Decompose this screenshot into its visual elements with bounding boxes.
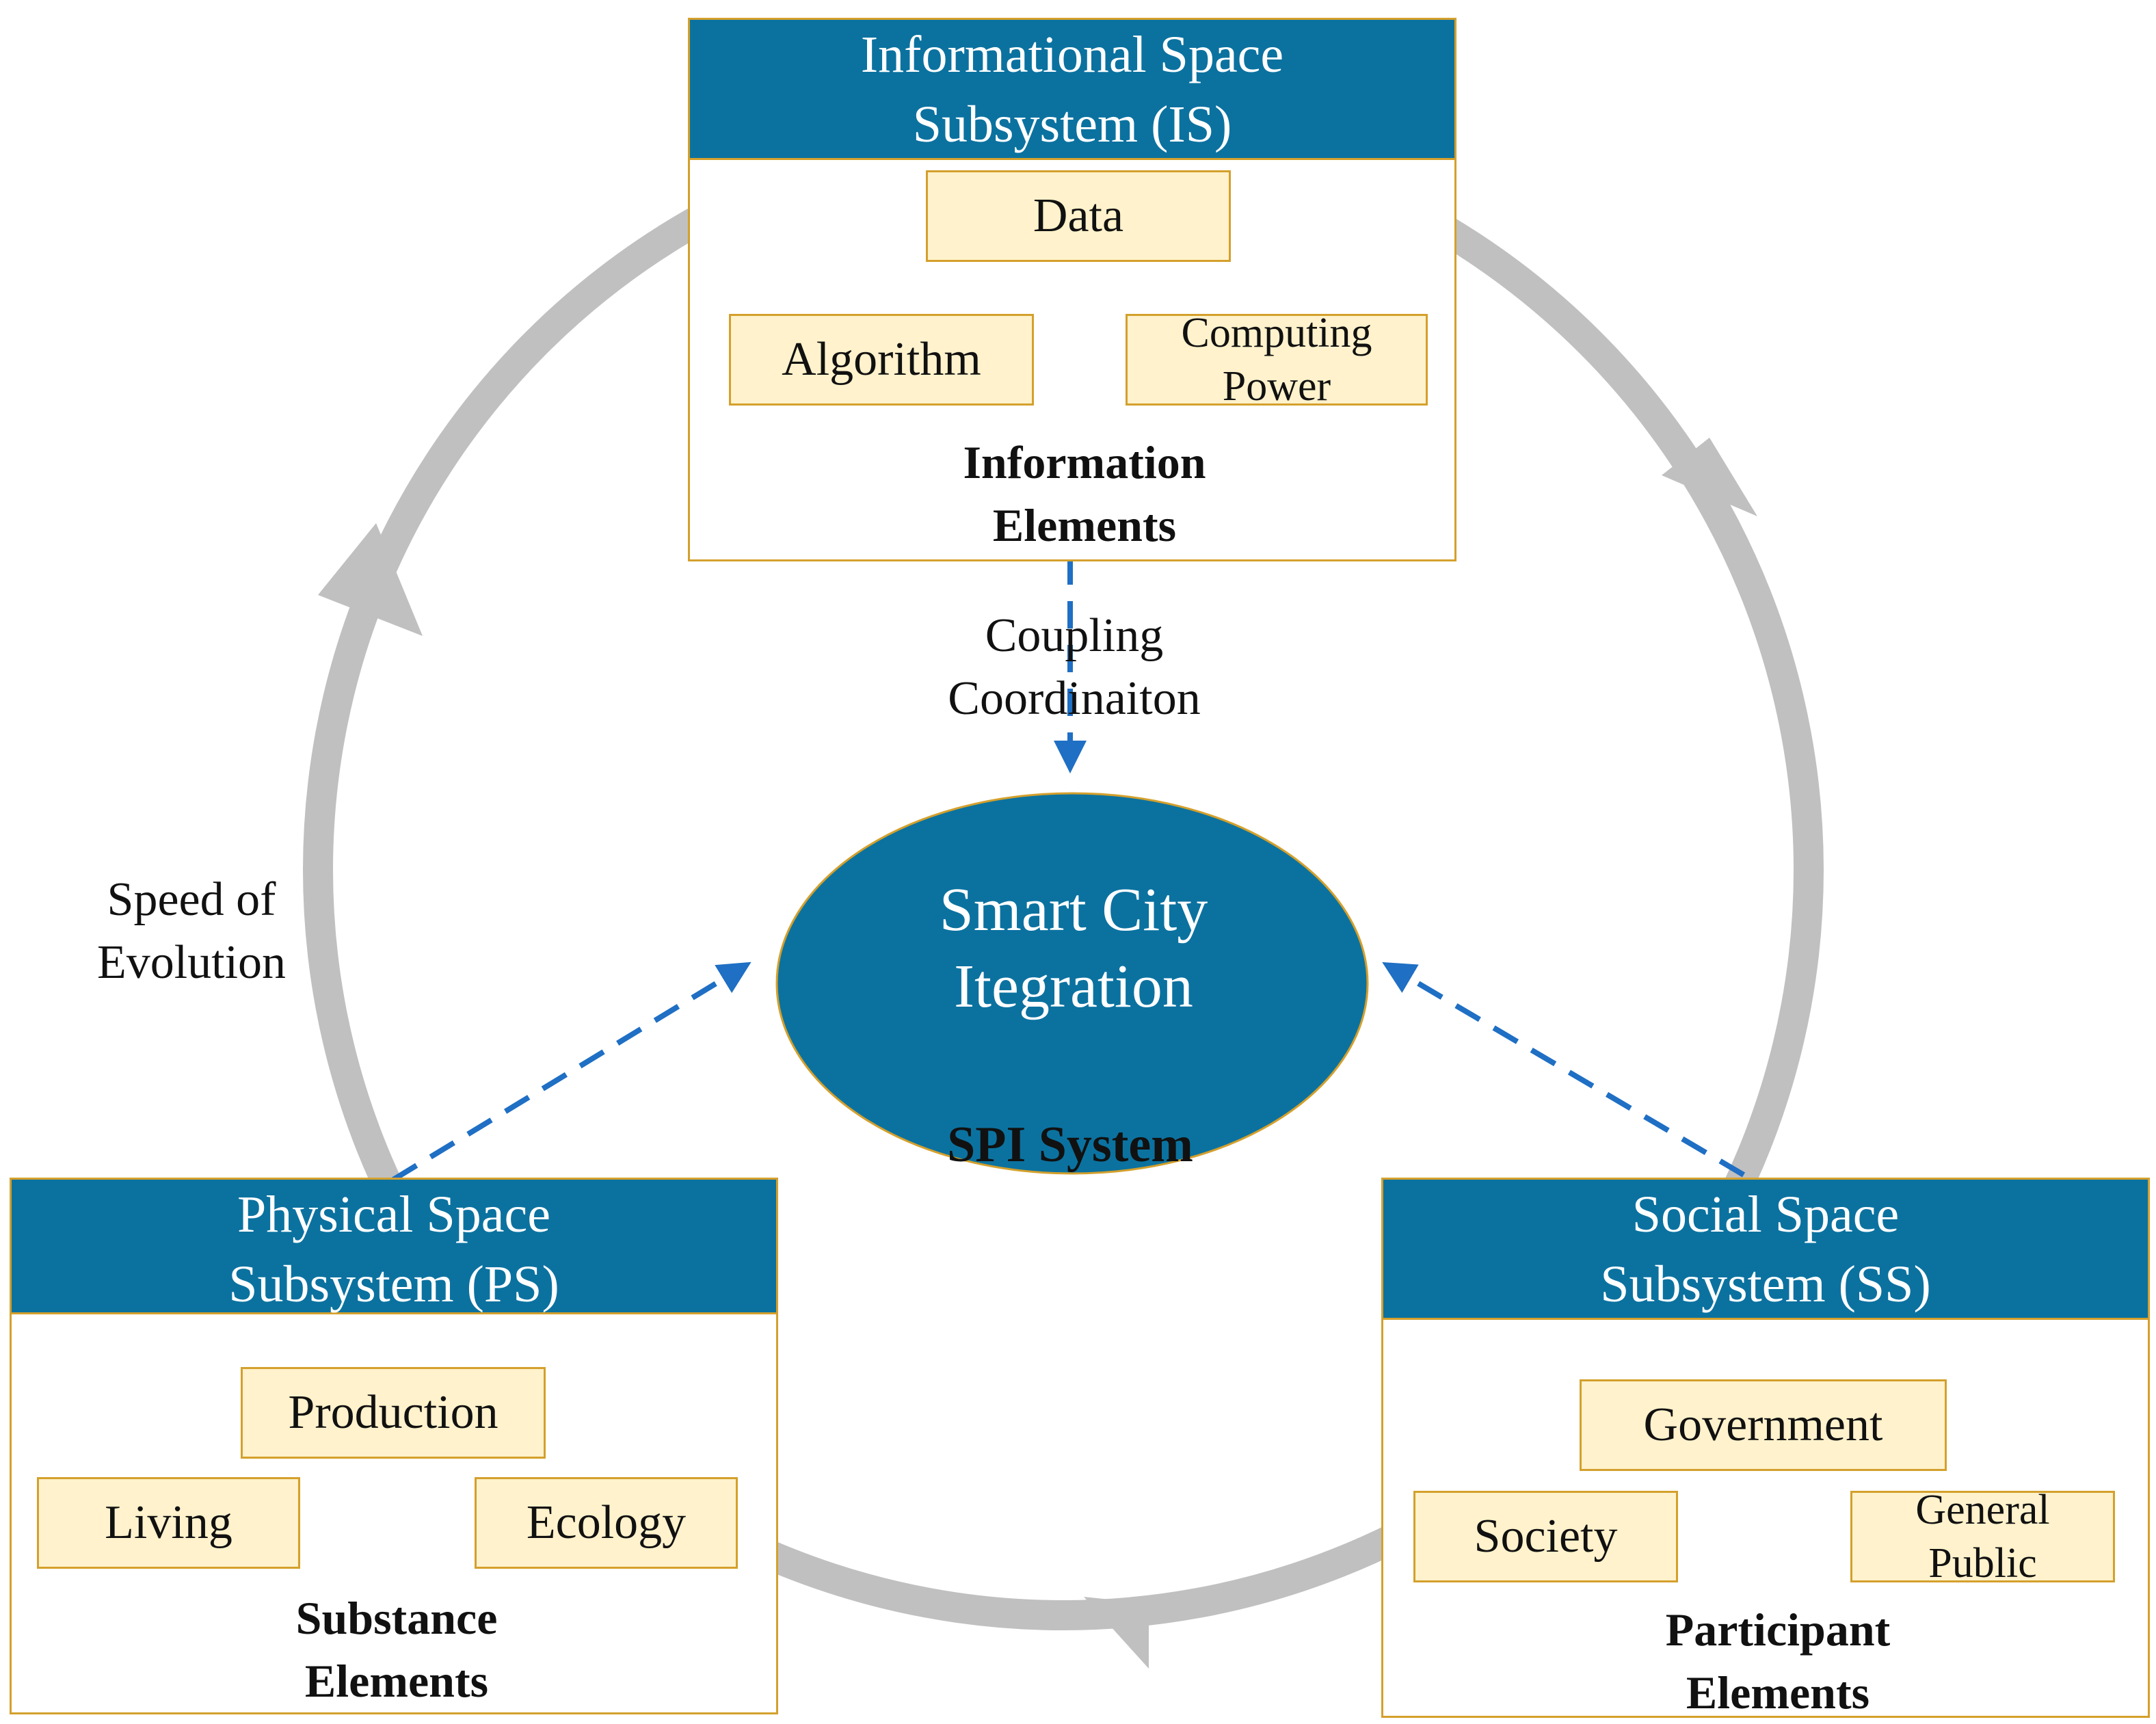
ss-caption-line1: Participant	[1665, 1604, 1891, 1656]
coupling-coordination-label: Coupling Coordinaiton	[893, 605, 1255, 730]
element-general-label: General	[1915, 1487, 2050, 1533]
element-ecology-label: Ecology	[526, 1496, 687, 1549]
is-header-line1: Informational Space	[860, 26, 1284, 83]
element-production: Production	[241, 1367, 546, 1459]
coupling-arrow-from-ss	[1382, 962, 1746, 1178]
coupling-line1: Coupling	[985, 609, 1164, 662]
is-header: Informational Space Subsystem (IS)	[690, 20, 1454, 160]
cycle-arrowhead-bottom	[1084, 1597, 1149, 1669]
physical-space-panel: Physical Space Subsystem (PS)	[10, 1178, 778, 1714]
speed-line1: Speed of	[107, 873, 276, 926]
element-ecology: Ecology	[475, 1477, 738, 1569]
element-algorithm-label: Algorithm	[782, 333, 981, 386]
element-algorithm: Algorithm	[729, 314, 1034, 406]
smart-city-line2: Itegration	[954, 953, 1193, 1020]
element-computing-power: Computing Power	[1126, 310, 1428, 410]
participant-elements-caption: Participant Elements	[1586, 1598, 1969, 1723]
ss-header-line1: Social Space	[1632, 1186, 1900, 1243]
coupling-arrow-from-ps	[391, 962, 751, 1182]
ss-header: Social Space Subsystem (SS)	[1383, 1180, 2148, 1320]
element-government: Government	[1580, 1379, 1947, 1471]
ps-caption-line2: Elements	[304, 1655, 489, 1707]
ps-header-line2: Subsystem (PS)	[228, 1256, 559, 1313]
spi-system-label: SPI System	[947, 1117, 1193, 1173]
ss-header-line2: Subsystem (SS)	[1600, 1256, 1931, 1313]
element-data-label: Data	[1033, 189, 1124, 242]
ss-caption-line2: Elements	[1686, 1667, 1870, 1719]
is-header-line2: Subsystem (IS)	[912, 96, 1232, 153]
is-caption-line2: Elements	[992, 499, 1177, 551]
element-living-label: Living	[105, 1496, 232, 1549]
ps-header: Physical Space Subsystem (PS)	[12, 1180, 776, 1314]
smart-city-integration-label: Smart City Itegration	[868, 872, 1279, 1029]
speed-of-evolution-label: Speed of Evolution	[75, 868, 308, 994]
cycle-arrowhead-left	[318, 523, 423, 636]
cycle-arrowhead-right	[1662, 438, 1757, 516]
speed-line2: Evolution	[96, 936, 287, 989]
informational-space-panel: Informational Space Subsystem (IS)	[688, 18, 1456, 561]
smart-city-line1: Smart City	[939, 876, 1208, 944]
smart-city-ellipse	[775, 792, 1369, 1175]
element-society: Society	[1413, 1491, 1678, 1582]
element-public-label: Public	[1928, 1540, 2037, 1587]
substance-elements-caption: Substance Elements	[212, 1587, 581, 1712]
element-society-label: Society	[1474, 1510, 1618, 1563]
element-government-label: Government	[1643, 1398, 1883, 1451]
element-data: Data	[926, 170, 1231, 262]
social-space-panel: Social Space Subsystem (SS)	[1381, 1178, 2150, 1718]
element-general-public: General Public	[1850, 1487, 2115, 1587]
coupling-line2: Coordinaiton	[948, 672, 1201, 725]
element-living: Living	[37, 1477, 300, 1569]
is-caption-line1: Information	[963, 436, 1206, 488]
element-computing-label: Computing	[1181, 310, 1372, 356]
element-power-label: Power	[1222, 363, 1331, 410]
ps-header-line1: Physical Space	[237, 1186, 550, 1243]
information-elements-caption: Information Elements	[893, 431, 1276, 557]
element-production-label: Production	[288, 1386, 498, 1439]
ps-caption-line1: Substance	[295, 1592, 498, 1644]
